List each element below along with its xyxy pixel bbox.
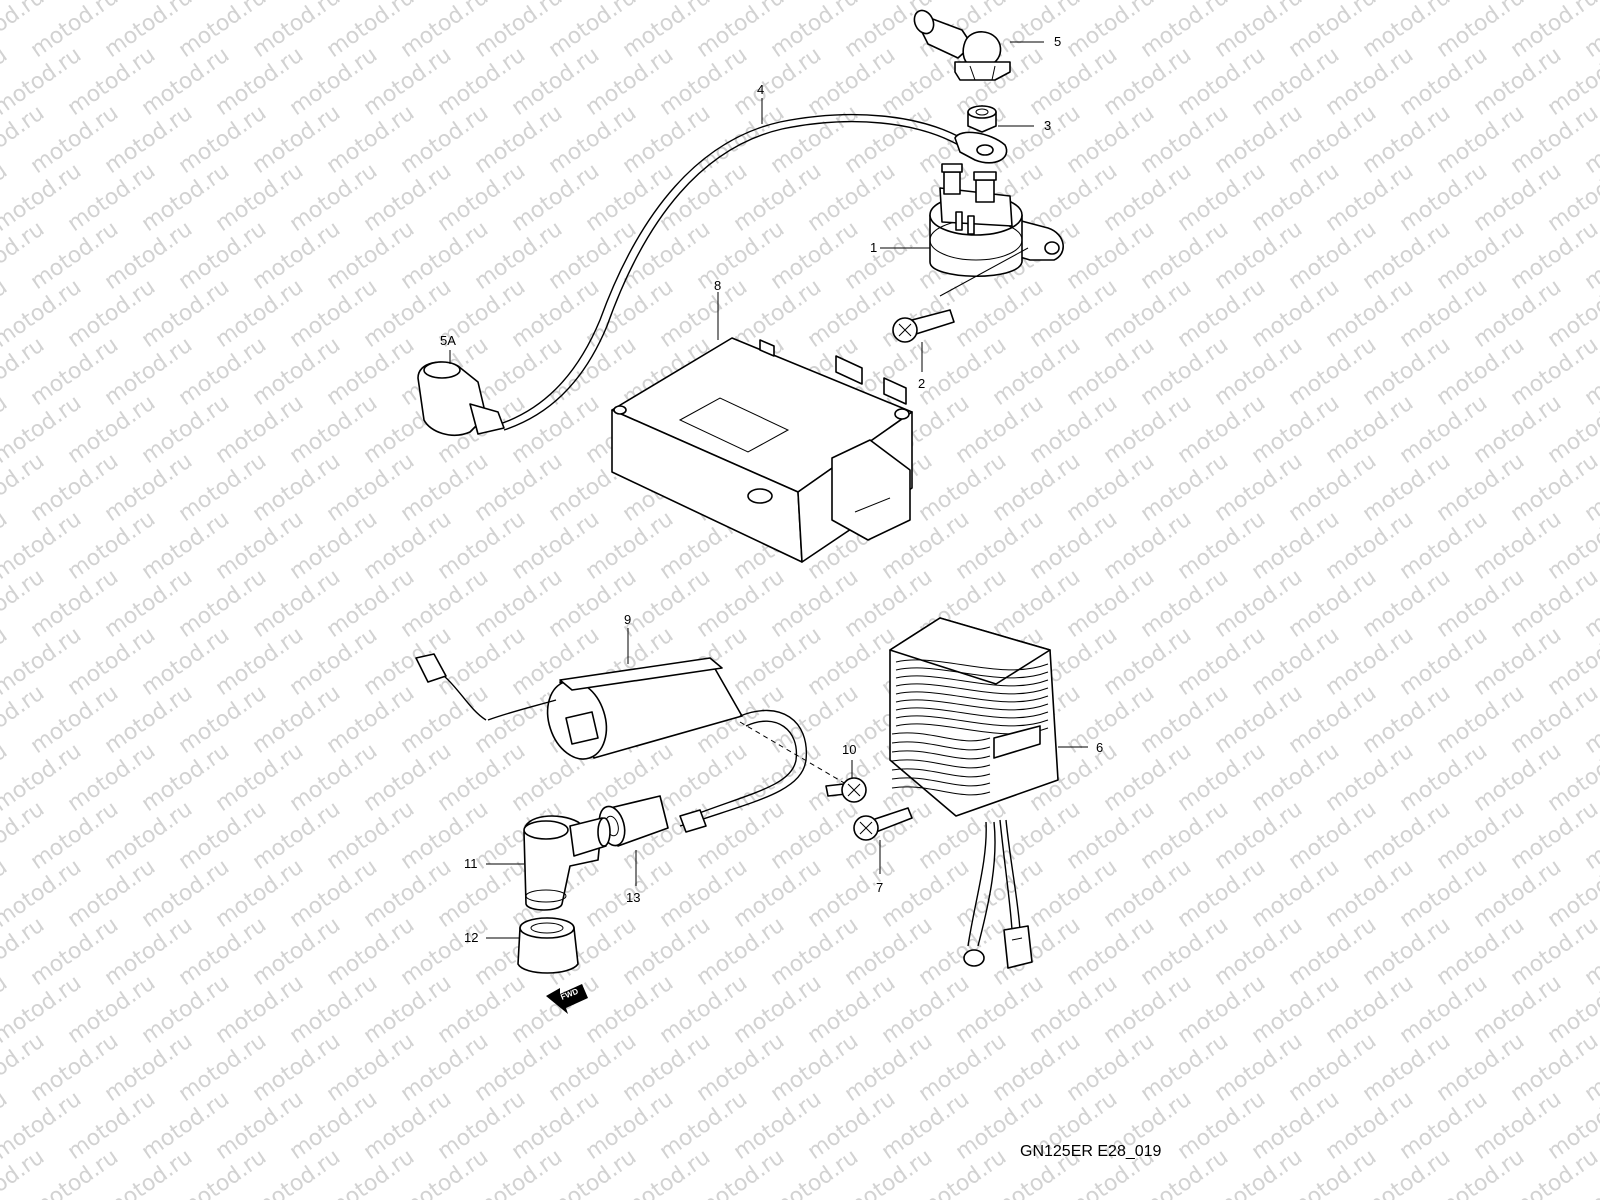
callout-13: 13 [626, 890, 640, 905]
callout-5: 5 [1054, 34, 1061, 49]
callout-10: 10 [842, 742, 856, 757]
callout-1: 1 [870, 240, 877, 255]
callout-5a: 5A [440, 333, 456, 348]
part-starter-cable [499, 113, 1008, 431]
callout-3: 3 [1044, 118, 1051, 133]
fwd-arrow-icon: FWD [546, 984, 588, 1014]
part-boot-cap [417, 361, 505, 436]
part-screw-coil [825, 777, 867, 803]
callout-11: 11 [464, 856, 478, 871]
part-screw-regulator [853, 807, 913, 841]
part-starter-relay [929, 163, 1064, 278]
part-nut [967, 105, 997, 133]
part-screw-upper [892, 309, 955, 343]
callout-6: 6 [1096, 740, 1103, 755]
figure-reference: GN125ER E28_019 [1020, 1143, 1162, 1160]
callout-labels: 5 3 4 5A 1 2 8 9 6 10 7 11 13 12 [440, 34, 1103, 945]
leader-lines [449, 41, 1088, 939]
part-regulator-rectifier [889, 617, 1059, 969]
callout-12: 12 [464, 930, 478, 945]
part-control-unit [611, 337, 913, 563]
callout-8: 8 [714, 278, 721, 293]
part-ignition-coil [415, 653, 847, 833]
part-plug-cover [517, 917, 579, 974]
part-spark-plug-cap [523, 815, 611, 911]
callout-7: 7 [876, 880, 883, 895]
callout-9: 9 [624, 612, 631, 627]
part-terminal-cap [913, 9, 1011, 81]
callout-2: 2 [918, 376, 925, 391]
callout-4: 4 [757, 82, 764, 97]
